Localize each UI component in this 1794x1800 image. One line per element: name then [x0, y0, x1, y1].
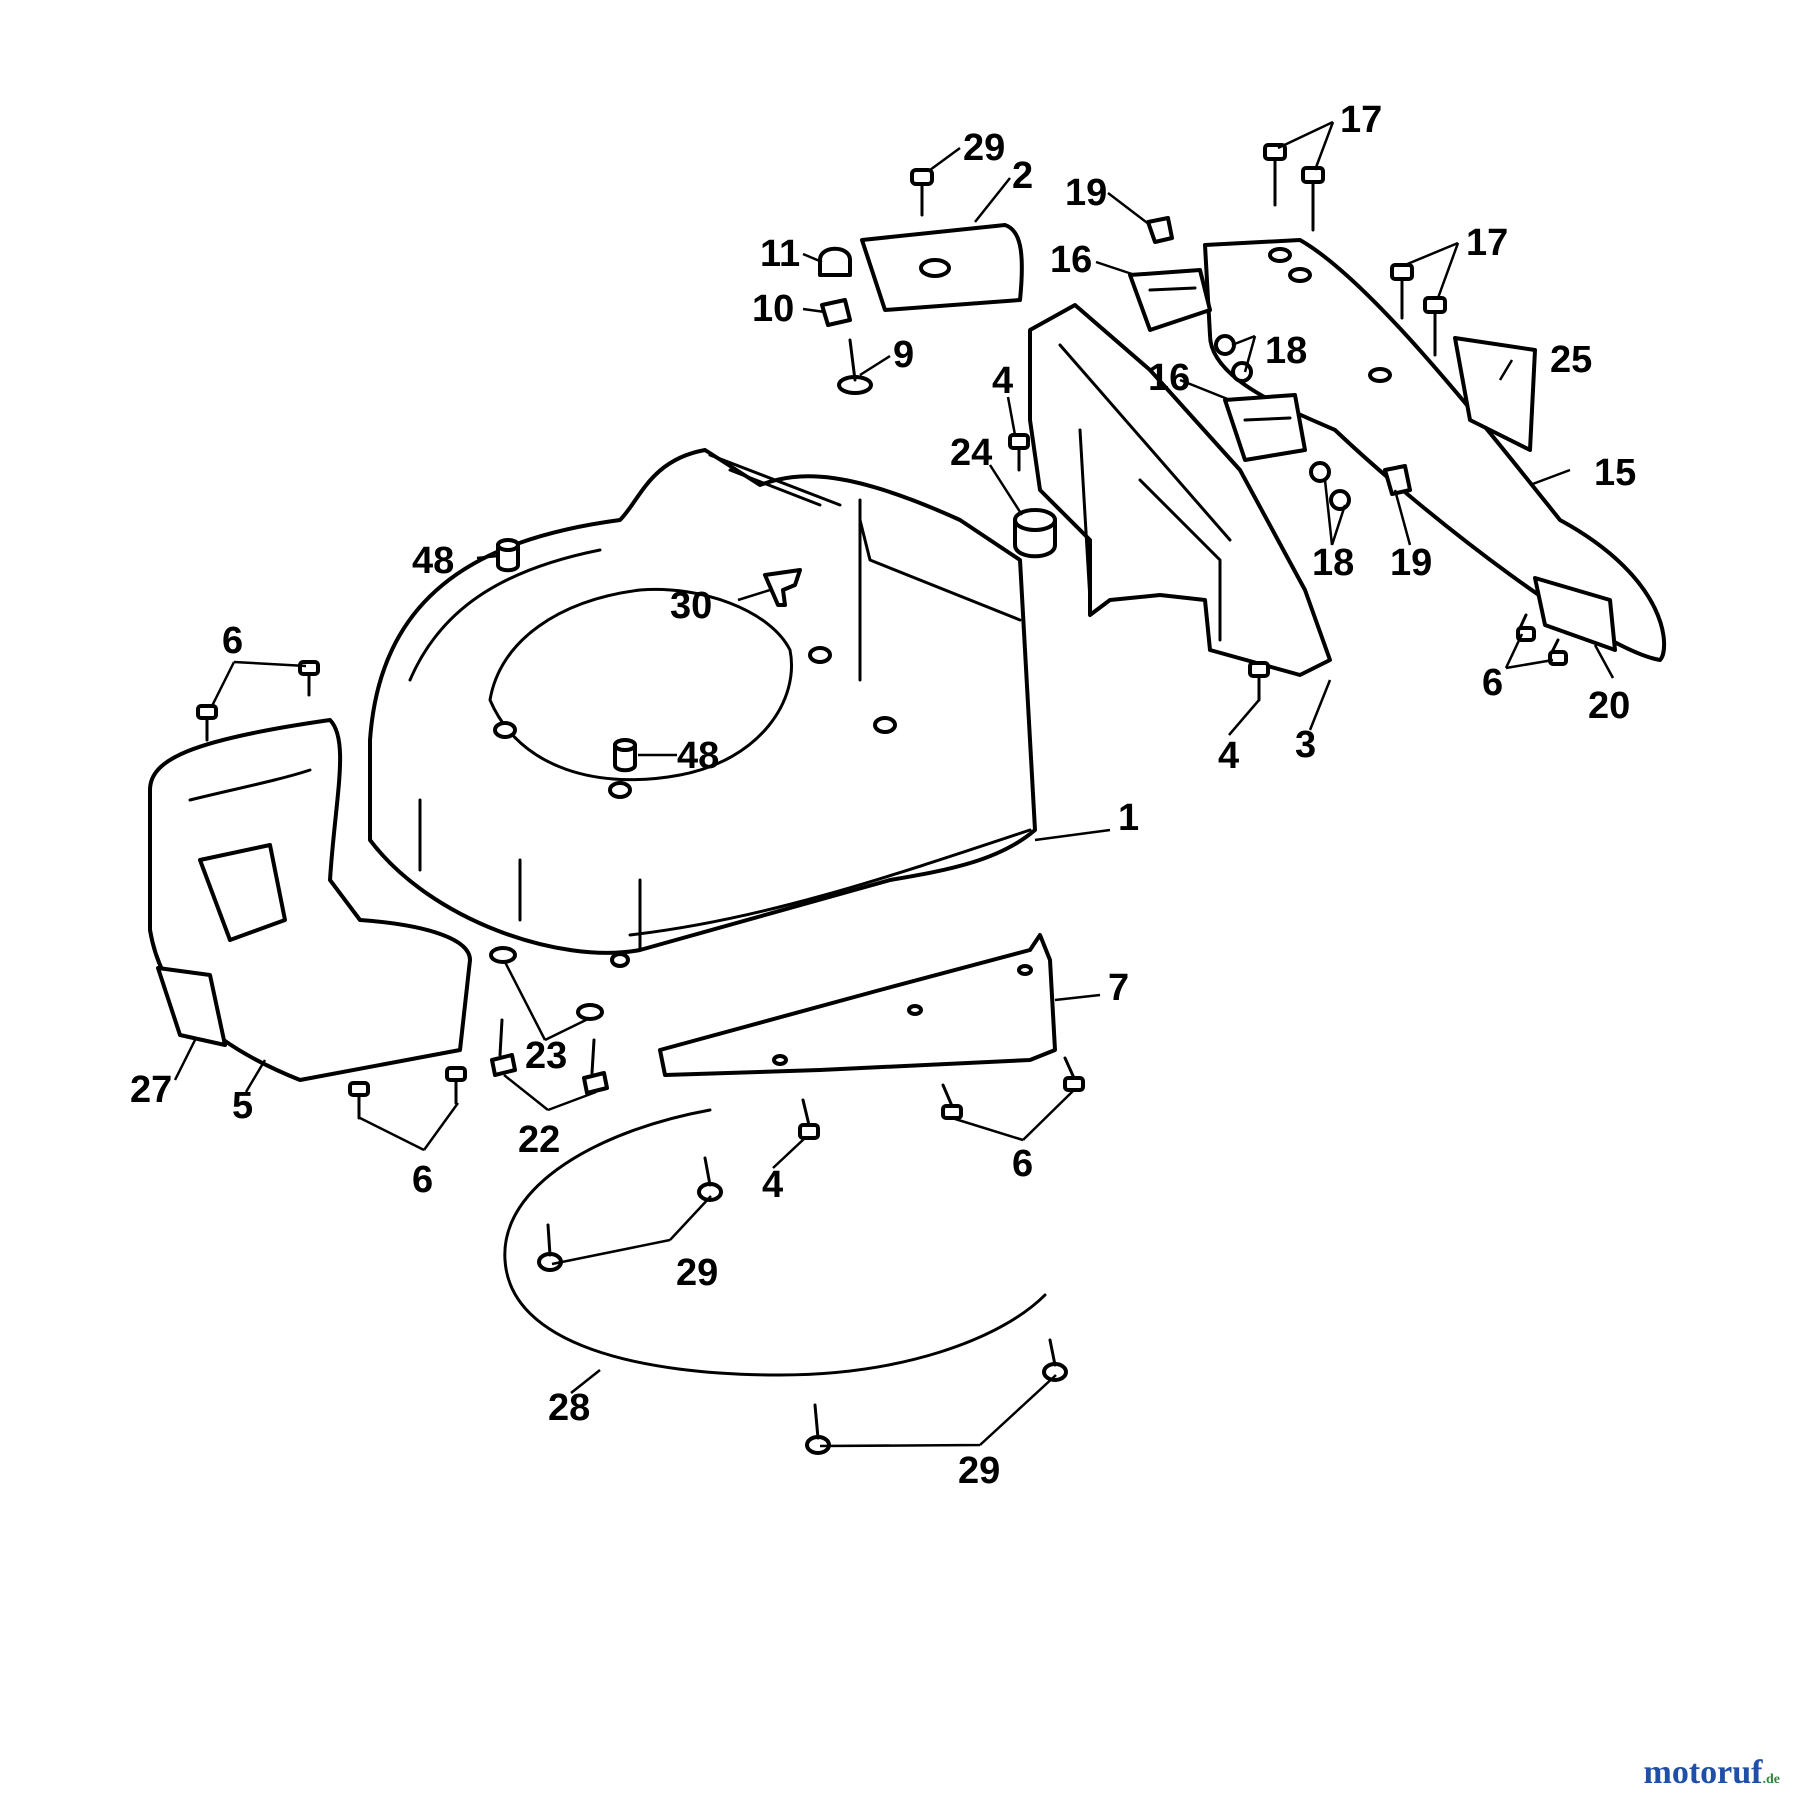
- label-6-left: 6: [222, 620, 243, 662]
- plate-27: [156, 966, 227, 1047]
- label-20: 20: [1588, 685, 1630, 727]
- label-4-top: 4: [992, 360, 1013, 402]
- handle-bar: [1203, 238, 1666, 662]
- label-18-top: 18: [1265, 330, 1307, 372]
- label-6-bottom-right: 6: [1012, 1143, 1033, 1185]
- label-19-bottom: 19: [1390, 542, 1432, 584]
- watermark-suffix: .de: [1762, 1772, 1781, 1787]
- skirt-plate: [658, 933, 1057, 1077]
- label-17-top: 17: [1340, 99, 1382, 141]
- label-17-right: 17: [1466, 222, 1508, 264]
- label-1: 1: [1118, 797, 1139, 839]
- label-19-top: 19: [1065, 172, 1107, 214]
- label-29-top: 29: [963, 127, 1005, 169]
- label-27: 27: [130, 1069, 172, 1111]
- leader-lines: [173, 120, 1615, 1448]
- label-2: 2: [1012, 155, 1033, 197]
- label-11: 11: [760, 233, 800, 275]
- rear-flap: [148, 718, 472, 1082]
- label-3: 3: [1295, 724, 1316, 766]
- label-7: 7: [1108, 967, 1129, 1009]
- label-22: 22: [518, 1119, 560, 1161]
- label-5: 5: [232, 1085, 253, 1127]
- plate-20: [1533, 576, 1617, 652]
- label-6-bottom-left: 6: [412, 1159, 433, 1201]
- label-48-mid: 48: [677, 735, 719, 777]
- hardware: [196, 143, 1568, 1455]
- clip-16-upper: [1128, 268, 1212, 332]
- plate-25: [1453, 336, 1537, 452]
- label-30: 30: [670, 585, 712, 627]
- label-16-top: 16: [1050, 239, 1092, 281]
- label-6-right: 6: [1482, 662, 1503, 704]
- label-4-bottom: 4: [762, 1164, 783, 1206]
- label-24: 24: [950, 432, 992, 474]
- watermark: motoruf.de: [1644, 1754, 1780, 1792]
- label-25: 25: [1550, 339, 1592, 381]
- label-23: 23: [525, 1035, 567, 1077]
- label-16-mid: 16: [1148, 357, 1190, 399]
- label-29-bottom: 29: [958, 1450, 1000, 1492]
- label-48-top: 48: [412, 540, 454, 582]
- chute-frame: [1028, 303, 1332, 677]
- cable: [503, 1108, 1047, 1377]
- clip-16-lower: [1223, 393, 1307, 462]
- cover-plate: [860, 223, 1024, 312]
- label-9: 9: [893, 334, 914, 376]
- label-29-mid: 29: [676, 1252, 718, 1294]
- label-28: 28: [548, 1387, 590, 1429]
- label-10: 10: [752, 288, 794, 330]
- deck-housing: [368, 448, 1037, 968]
- label-4-mid: 4: [1218, 735, 1239, 777]
- label-18-bottom: 18: [1312, 542, 1354, 584]
- label-15: 15: [1594, 452, 1636, 494]
- callout-labels: 17 29 2 19 17 11 16 10 18 25 9 4 16 24 1…: [130, 99, 1636, 1492]
- watermark-text: motoruf: [1643, 1754, 1763, 1791]
